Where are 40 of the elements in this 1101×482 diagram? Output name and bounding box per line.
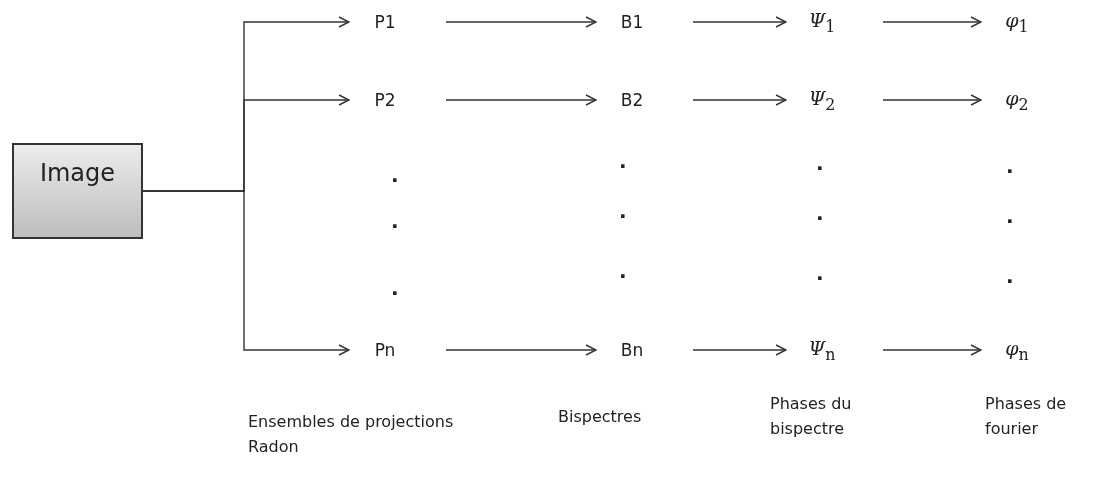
ellipsis-dot: . (1006, 153, 1014, 180)
arrow (692, 344, 787, 356)
node-label: φ$_{n}$ (1005, 336, 1029, 364)
node-label: P2 (374, 90, 396, 110)
ellipsis-dot: . (1006, 263, 1014, 290)
arrow (692, 16, 787, 28)
arrow (882, 94, 982, 106)
node-label: P1 (374, 12, 396, 32)
ellipsis-dot: . (1006, 203, 1014, 230)
arrow (692, 94, 787, 106)
ellipsis-dot: . (391, 162, 399, 189)
column-caption: Ensembles de projections Radon (248, 411, 455, 458)
node-label: B1 (620, 12, 644, 32)
ellipsis-dot: . (619, 258, 627, 285)
ellipsis-dot: . (816, 200, 824, 227)
node-label: φ$_{1}$ (1005, 8, 1029, 36)
node-label: Ψ$_{2}$ (808, 86, 836, 114)
node-label: φ$_{2}$ (1005, 86, 1029, 114)
column-caption: Phases de fourier (985, 393, 1068, 440)
ellipsis-dot: . (391, 208, 399, 235)
box-label: Image (39, 159, 116, 187)
arrow (445, 94, 597, 106)
ellipsis-dot: . (619, 148, 627, 175)
arrow (445, 16, 597, 28)
column-caption: Phases du bispectre (770, 393, 853, 440)
node-label: Bn (620, 340, 644, 360)
node-label: Ψ$_{n}$ (808, 336, 836, 364)
process-box (12, 143, 143, 239)
ellipsis-dot: . (816, 260, 824, 287)
ellipsis-dot: . (619, 198, 627, 225)
node-label: Pn (374, 340, 396, 360)
arrow (882, 16, 982, 28)
arrow (142, 190, 350, 356)
node-label: B2 (620, 90, 644, 110)
ellipsis-dot: . (816, 150, 824, 177)
ellipsis-dot: . (391, 275, 399, 302)
arrow (882, 344, 982, 356)
node-label: Ψ$_{1}$ (808, 8, 836, 36)
column-caption: Bispectres (558, 406, 643, 428)
arrow (445, 344, 597, 356)
